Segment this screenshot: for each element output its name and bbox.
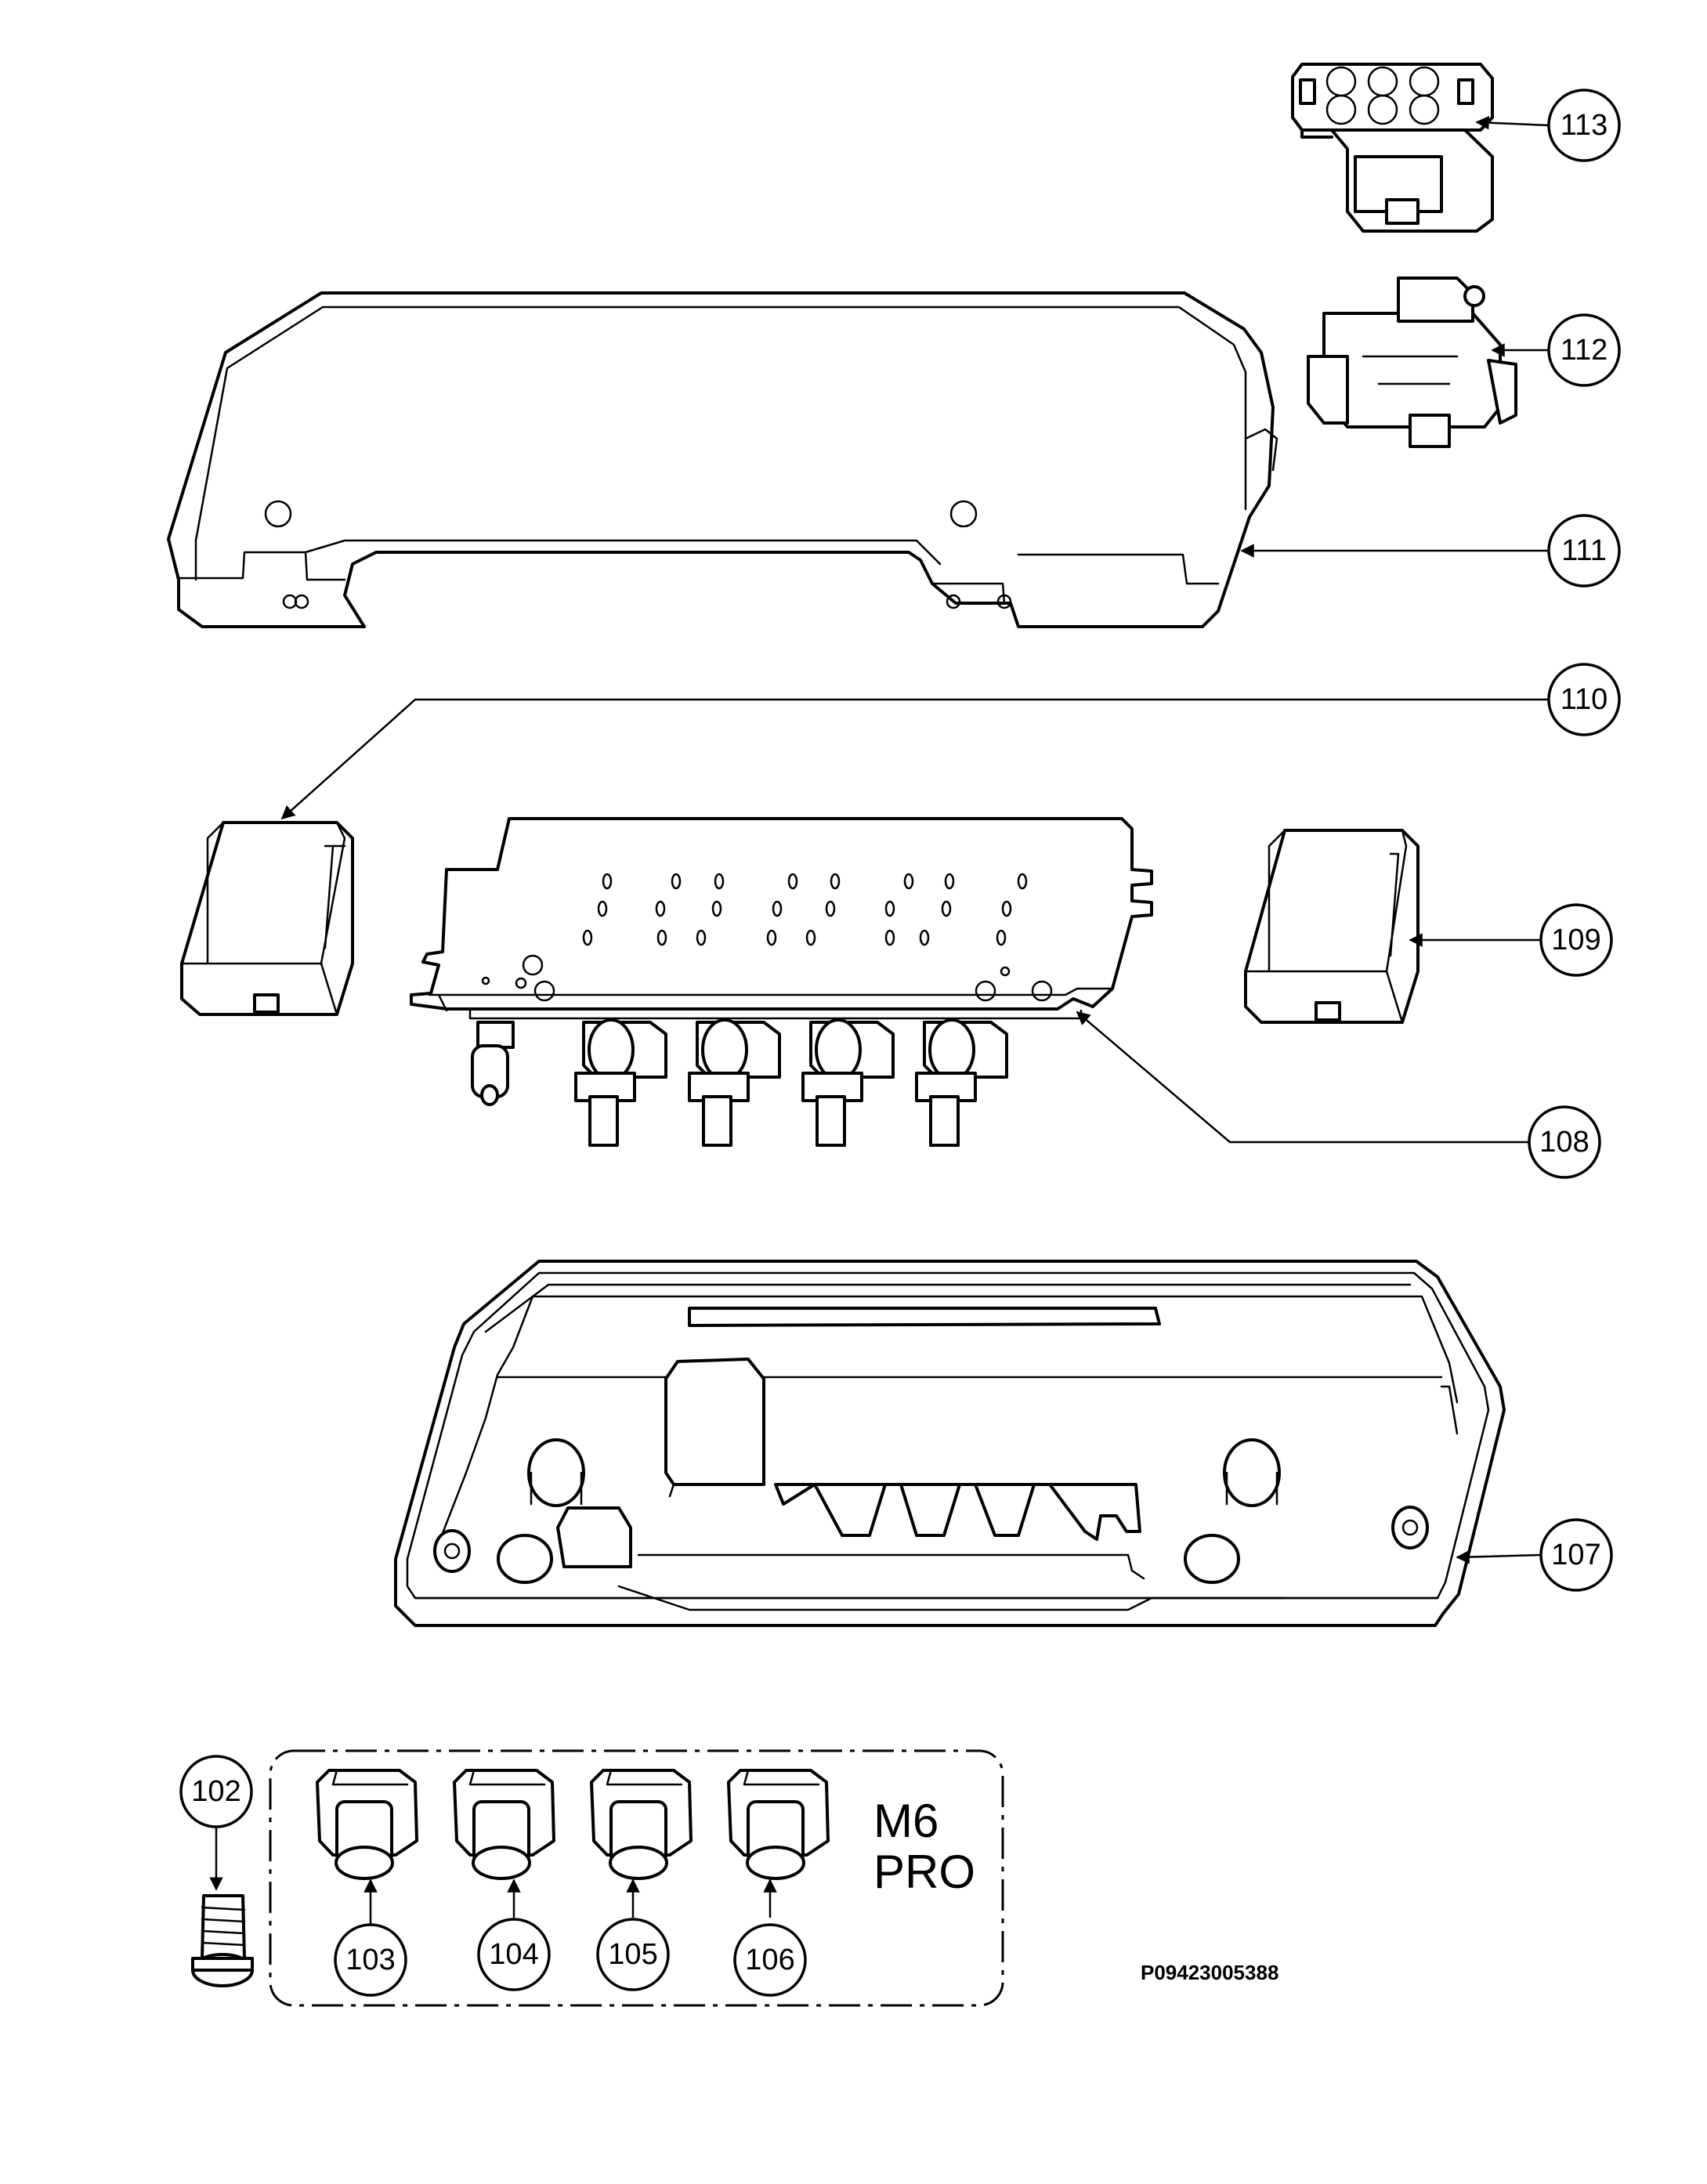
top-cover-part [167, 291, 1278, 628]
clip-connector-part [1307, 277, 1517, 448]
pcb-switch-3 [801, 1018, 895, 1147]
svg-text:107: 107 [1551, 1539, 1600, 1571]
leader-lines [209, 115, 1550, 1929]
pcb-switch-4 [915, 1018, 1008, 1147]
svg-text:109: 109 [1551, 924, 1600, 956]
knob-group-frame [269, 1749, 1004, 2007]
knob-part-103 [316, 1769, 418, 1880]
callout-108: 108 [1528, 1105, 1601, 1179]
svg-text:113: 113 [1561, 109, 1608, 142]
svg-text:105: 105 [608, 1938, 657, 1971]
drawing-code: P09423005388 [1141, 1961, 1278, 1984]
callout-106: 106 [733, 1923, 807, 1997]
callout-113: 113 [1547, 89, 1621, 162]
svg-text:104: 104 [489, 1938, 538, 1971]
callout-112: 112 [1547, 313, 1621, 387]
callout-109: 109 [1539, 903, 1613, 977]
knob-part-104 [453, 1769, 555, 1880]
pcb-board-part [410, 817, 1153, 1147]
callout-105: 105 [596, 1918, 670, 1991]
variant-label-line2: PRO [873, 1846, 975, 1898]
svg-text:102: 102 [191, 1775, 240, 1808]
callout-111: 111 [1547, 514, 1621, 588]
callout-104: 104 [477, 1918, 551, 1991]
callout-102: 102 [179, 1755, 253, 1828]
callout-103: 103 [334, 1923, 407, 1997]
callout-110: 110 [1547, 663, 1621, 736]
callout-107: 107 [1539, 1518, 1613, 1592]
knob-part-105 [590, 1769, 693, 1880]
left-foam-block-part [180, 821, 354, 1016]
pcb-switch-1 [574, 1018, 667, 1147]
connector-6-pin-part [1291, 63, 1494, 233]
screw-part [191, 1894, 254, 1987]
svg-text:110: 110 [1561, 683, 1608, 716]
svg-text:108: 108 [1539, 1126, 1589, 1159]
pcb-switch-2 [688, 1018, 781, 1147]
svg-text:112: 112 [1561, 334, 1608, 367]
svg-text:106: 106 [745, 1944, 794, 1976]
knob-part-106 [727, 1769, 830, 1880]
svg-text:111: 111 [1561, 534, 1607, 567]
base-housing-part [394, 1260, 1506, 1627]
variant-label-line1: M6 [873, 1795, 938, 1847]
svg-text:103: 103 [345, 1944, 395, 1976]
right-foam-block-part [1244, 829, 1419, 1024]
